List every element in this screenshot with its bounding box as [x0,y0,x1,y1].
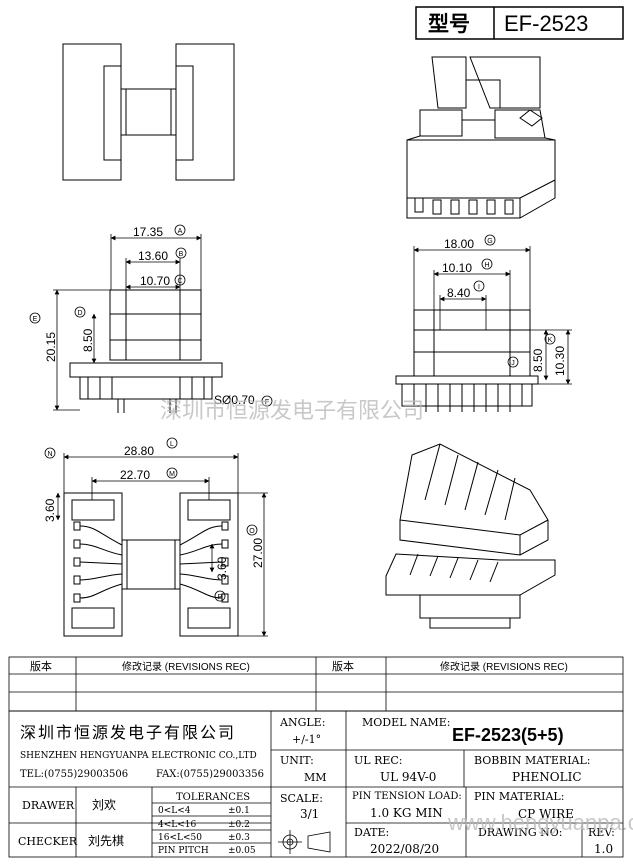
tol-value-0: ±0.1 [228,806,250,816]
date-label: DATE: [354,826,389,839]
dim-h: 10.10 [442,261,472,275]
pin-tension-label: PIN TENSION LOAD: [352,791,462,802]
company-name-cn: 深圳市恒源发电子有限公司 [20,724,236,742]
tol-range-1: 4<L<16 [158,820,197,830]
marker-h: H [484,262,489,269]
rev-col4: 修改记录 (REVISIONS REC) [440,660,568,673]
dim-n: 3.60 [43,498,57,522]
company-tel: TEL:(0755)29003506 [20,769,128,780]
pin-material-label: PIN MATERIAL: [474,790,564,803]
side-markers [473,234,556,368]
drawer-value: 刘欢 [92,797,116,812]
dim-e: 20.15 [44,332,58,362]
front-view [69,289,223,413]
pin-material-value: CP WIRE [518,807,574,821]
tolerances-label: TOLERANCES [176,792,250,803]
isometric-view-2 [385,443,556,629]
ul-label: UL REC: [354,754,403,767]
dim-g: 18.00 [444,237,474,251]
marker-i: I [478,284,480,291]
dim-i: 8.40 [447,286,471,300]
tol-range-2: 16<L<50 [158,833,202,843]
bottom-view-dims [55,453,268,637]
scale-label: SCALE: [280,792,323,805]
marker-p: P [218,594,223,601]
model-name-label: MODEL NAME: [362,716,451,729]
watermark-url: www.hengyuanpa.cn [447,810,633,835]
drawing-no-label: DRAWING NO: [478,826,563,839]
model-header: 型号 EF-2523 [415,6,624,40]
rev-col1: 版本 [30,659,52,673]
dim-c: 10.70 [140,274,170,288]
marker-a: A [178,228,183,235]
isometric-view-1 [406,56,556,219]
tol-range-3: PIN PITCH [158,846,209,856]
projection-symbol-icon [278,830,331,854]
bobbin-label: BOBBIN MATERIAL: [474,754,591,767]
ul-value: UL 94V-0 [380,770,436,784]
dim-a: 17.35 [133,225,163,239]
dim-f: SØ0.70 [214,393,255,407]
marker-o: O [249,528,255,535]
title-block [8,710,624,858]
top-view [62,43,235,181]
marker-b: B [179,251,184,258]
rev-col2: 修改记录 (REVISIONS REC) [122,660,250,673]
company-name-en: SHENZHEN HENGYUANPA ELECTRONIC CO.,LTD [20,751,257,761]
tol-value-1: ±0.2 [228,820,250,830]
marker-e: E [33,316,38,323]
tol-value-3: ±0.05 [228,846,256,856]
dim-k: 10.30 [553,346,567,376]
side-view [395,309,539,412]
marker-n: N [47,451,52,458]
marker-f: F [265,399,269,406]
unit-label: UNIT: [280,754,314,767]
watermark: 深圳市恒源发电子有限公司 [160,398,424,423]
rev-label: REV: [588,826,615,839]
side-view-dims [413,246,572,385]
bottom-markers [44,437,258,602]
model-name-value: EF-2523(5+5) [452,725,564,745]
marker-g: G [487,238,492,245]
pin-tension-value: 1.0 KG MIN [370,806,443,820]
tol-value-2: ±0.3 [228,833,250,843]
dim-o: 27.00 [251,538,265,568]
drawer-label: DRAWER [22,799,75,812]
dim-j: 8.50 [531,348,545,372]
company-fax: FAX:(0755)29003356 [156,769,264,780]
bobbin-value: PHENOLIC [512,770,582,784]
rev-value: 1.0 [594,842,613,856]
unit-value: MM [304,771,327,784]
front-markers [29,224,273,407]
marker-l: L [170,441,174,448]
checker-value: 刘先棋 [88,834,124,848]
tol-range-0: 0<L<4 [158,806,191,816]
angle-value: +/-1° [292,733,321,746]
front-view-dims [53,234,202,411]
dim-p: 3.60 [215,556,229,580]
marker-d: D [77,310,82,317]
model-header-label: 型号 [428,13,470,36]
date-value: 2022/08/20 [370,842,439,856]
checker-label: CHECKER [18,835,78,848]
dim-m: 22.70 [120,468,150,482]
marker-j: J [511,360,515,367]
dim-d: 8.50 [81,328,95,352]
rev-col3: 版本 [332,659,354,673]
dim-l: 28.80 [124,444,154,458]
dim-b: 13.60 [138,249,168,263]
marker-c: C [177,278,182,285]
marker-m: M [169,471,175,478]
model-header-value: EF-2523 [504,11,588,36]
angle-label: ANGLE: [279,716,325,729]
scale-value: 3/1 [300,807,319,821]
marker-k: K [548,337,553,344]
